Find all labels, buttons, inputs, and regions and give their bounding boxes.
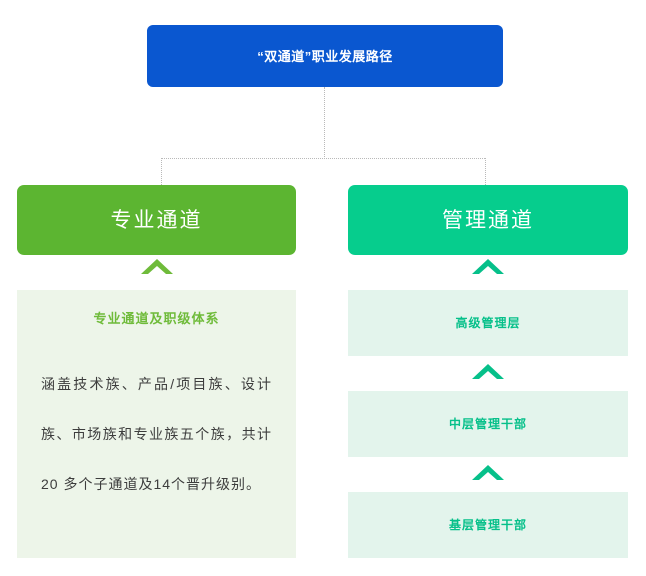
branch-header-professional[interactable]: 专业通道 [17, 185, 296, 255]
chevron-up-icon-professional [140, 258, 174, 275]
branch-header-management-label: 管理通道 [442, 208, 534, 232]
chevron-up-icon-management-1 [471, 258, 505, 275]
management-level-label-1: 高级管理层 [455, 316, 521, 330]
connector-root-vertical [324, 87, 325, 159]
management-level-box-1[interactable]: 高级管理层 [348, 290, 628, 356]
connector-left-vertical [161, 158, 162, 185]
professional-detail-title: 专业通道及职级体系 [93, 311, 220, 326]
branch-header-professional-label: 专业通道 [110, 208, 203, 232]
management-level-label-2: 中层管理干部 [448, 417, 527, 431]
root-node[interactable]: “双通道”职业发展路径 [147, 25, 503, 87]
management-level-box-2[interactable]: 中层管理干部 [348, 391, 628, 457]
management-level-box-3[interactable]: 基层管理干部 [348, 492, 628, 558]
chevron-up-icon-management-3 [471, 464, 505, 481]
connector-horizontal [161, 158, 485, 159]
chevron-up-icon-management-2 [471, 363, 505, 380]
root-node-label: “双通道”职业发展路径 [257, 48, 393, 64]
management-level-label-3: 基层管理干部 [448, 518, 527, 532]
professional-detail-panel: 专业通道及职级体系 涵盖技术族、产品/项目族、设计族、市场族和专业族五个族，共计… [17, 290, 296, 558]
professional-detail-body: 涵盖技术族、产品/项目族、设计族、市场族和专业族五个族，共计20 多个子通道及1… [41, 376, 272, 492]
branch-header-management[interactable]: 管理通道 [348, 185, 628, 255]
connector-right-vertical [485, 158, 486, 185]
